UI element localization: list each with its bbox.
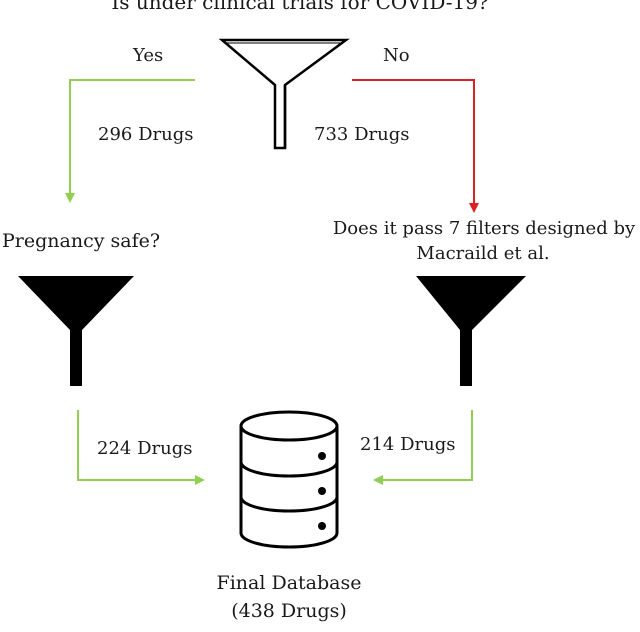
count-no-label: 733 Drugs (314, 124, 410, 145)
question-macraild-filters-line2: Macraild et al. (416, 243, 550, 264)
branch-no-label: No (383, 45, 410, 66)
branch-yes-label: Yes (133, 45, 164, 66)
funnel-outline-icon (218, 38, 350, 150)
funnel-filled-icon (18, 276, 134, 386)
count-right-final-label: 214 Drugs (360, 434, 456, 455)
final-database-label: Final Database (216, 572, 362, 594)
count-yes-label: 296 Drugs (98, 124, 194, 145)
funnel-filled-icon (416, 276, 526, 386)
right-to-database-arrow (373, 410, 473, 485)
yes-arrow (65, 79, 195, 203)
question-pregnancy-safe: Pregnancy safe? (2, 230, 161, 252)
question-macraild-filters-line1: Does it pass 7 filters designed by (332, 218, 636, 239)
final-database-count: (438 Drugs) (231, 600, 347, 622)
no-arrow (352, 79, 479, 213)
database-icon (239, 410, 339, 549)
question-clinical-trials: Is under clinical trials for COVID-19? (111, 0, 489, 14)
count-left-final-label: 224 Drugs (97, 438, 193, 459)
left-to-database-arrow (77, 410, 205, 485)
